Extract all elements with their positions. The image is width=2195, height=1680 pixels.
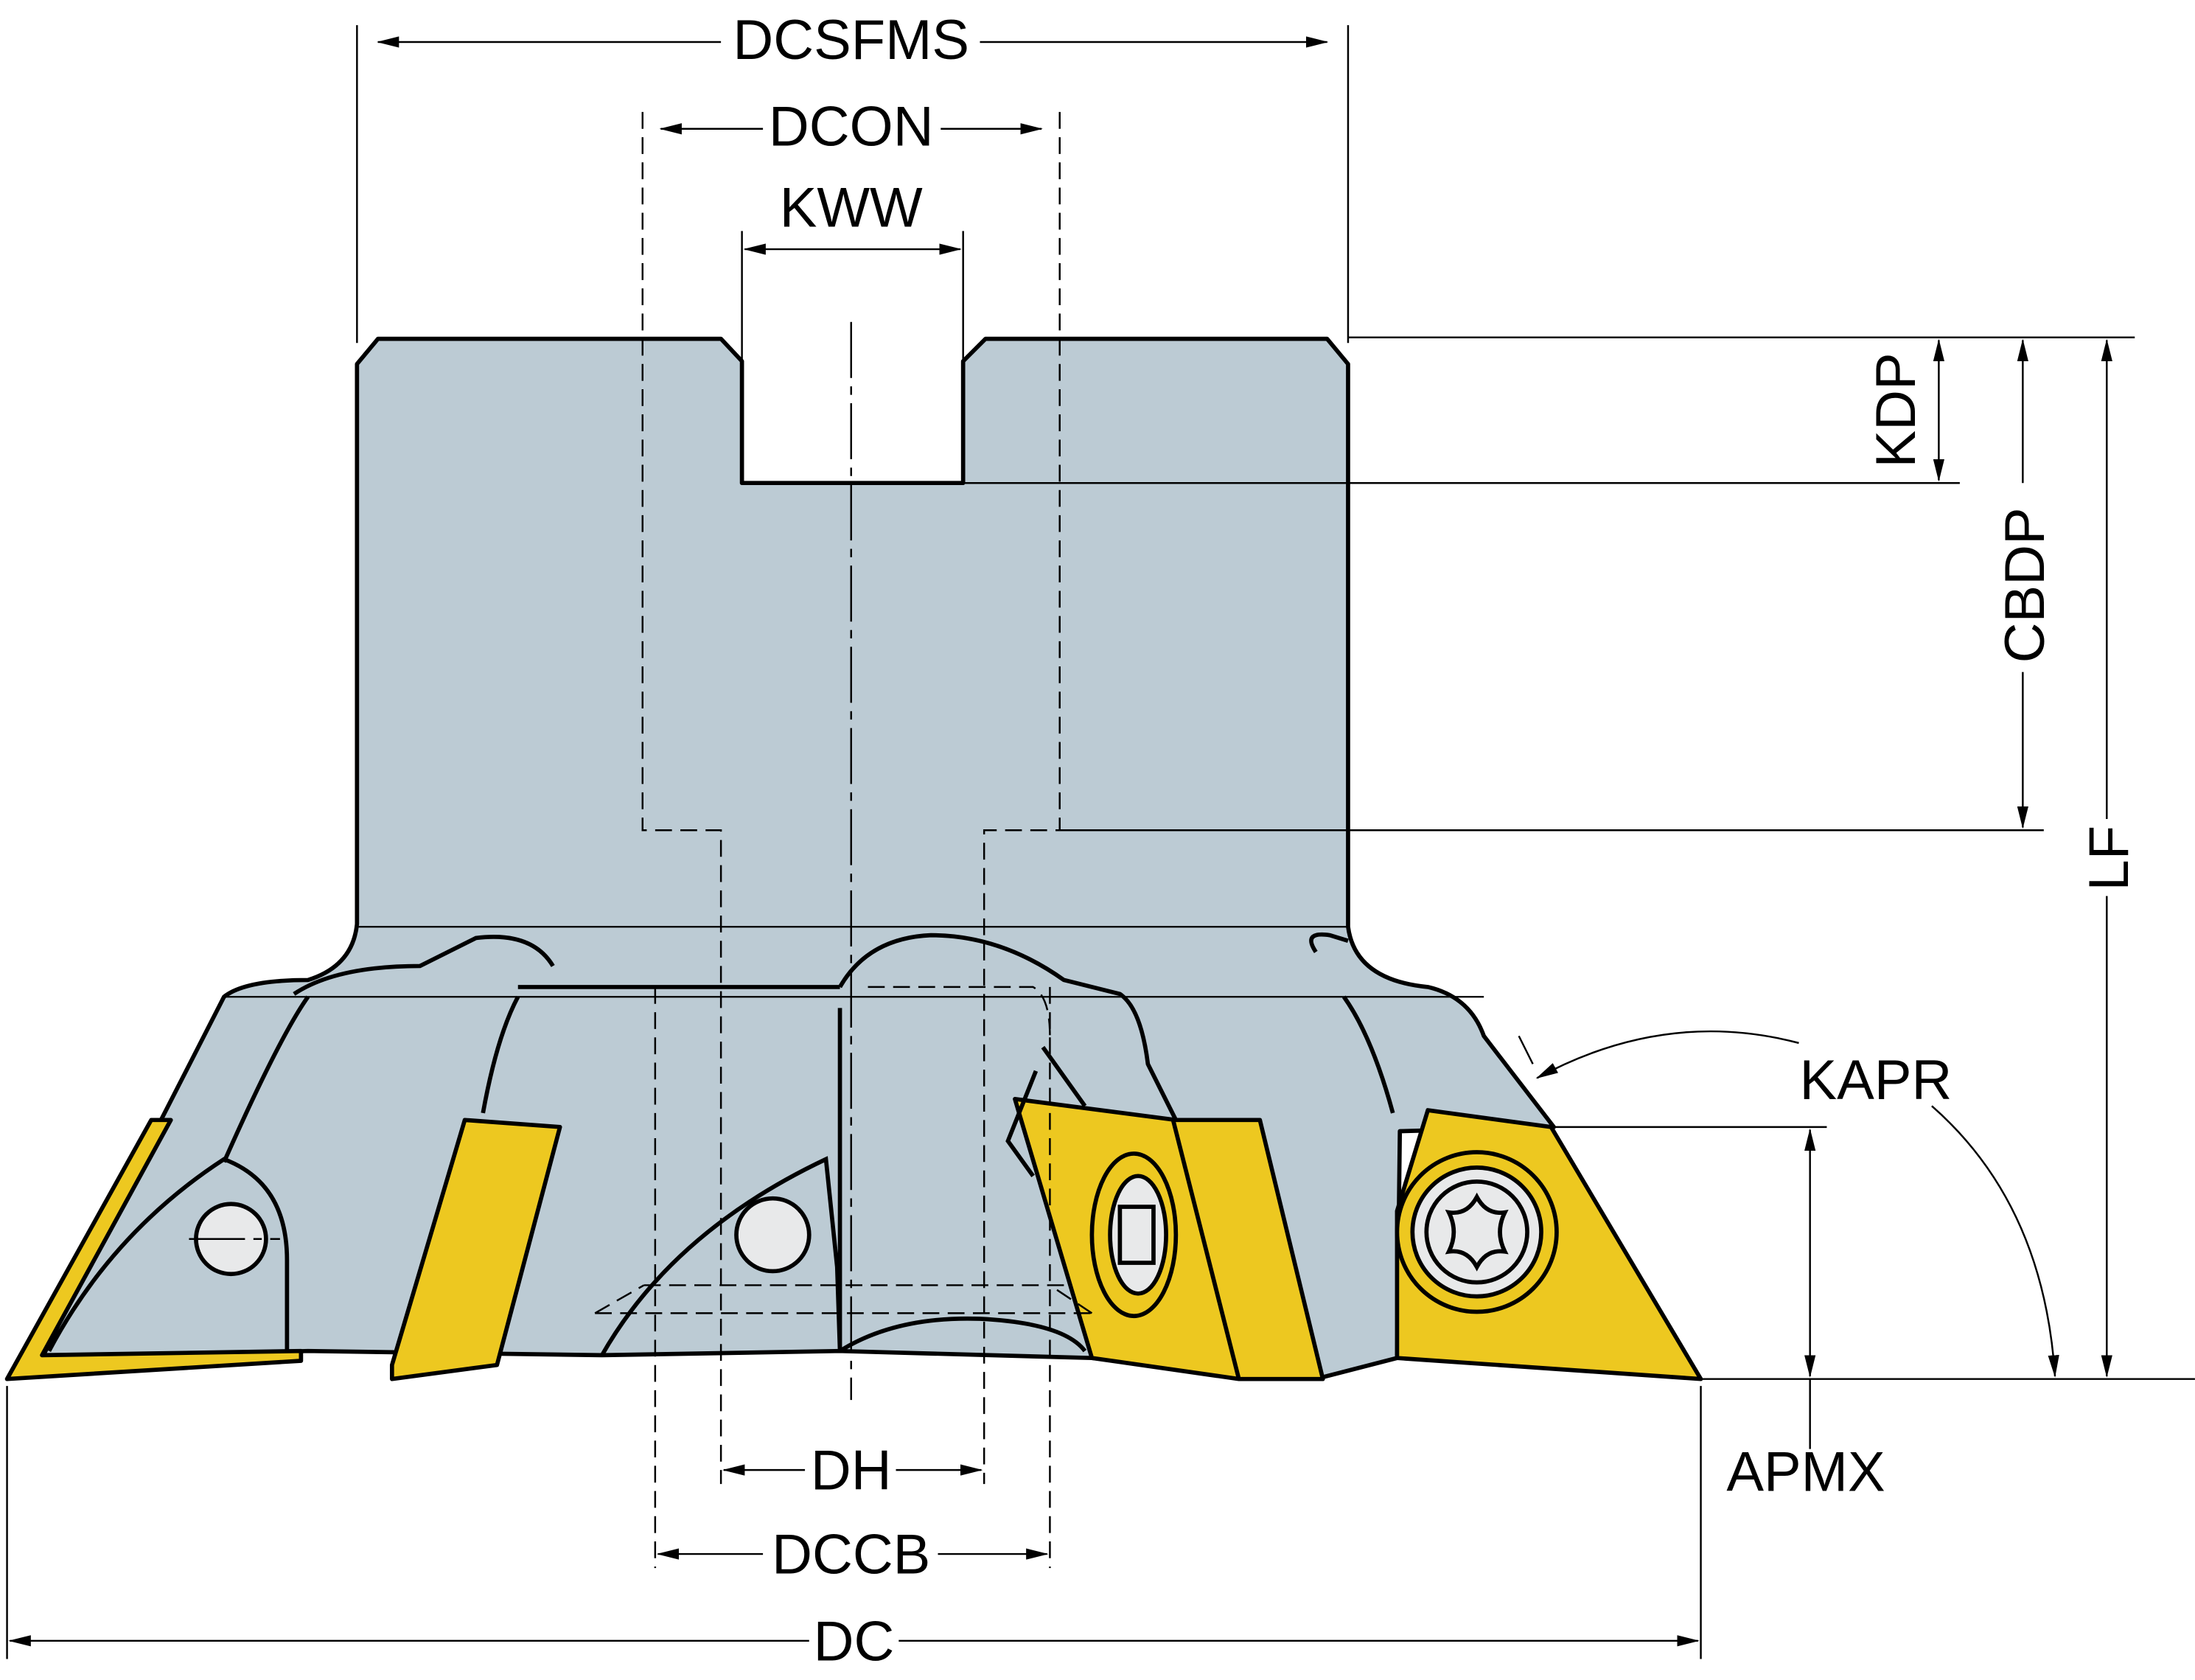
- label-kww: KWW: [780, 177, 923, 240]
- torx-screw-icon: [1445, 1192, 1509, 1272]
- label-kapr: KAPR: [1800, 1049, 1953, 1112]
- label-dcon: DCON: [769, 96, 934, 158]
- cutter-body: [40, 336, 1556, 1381]
- label-kdp: KDP: [1865, 352, 1927, 467]
- screw-icon: [1117, 1205, 1156, 1265]
- inserts: [4, 1045, 1703, 1381]
- label-dh: DH: [811, 1440, 892, 1502]
- label-lf: LF: [2078, 826, 2140, 891]
- label-dccb: DCCB: [772, 1524, 930, 1586]
- hidden-lines: [189, 111, 1093, 1569]
- coolant-hole-icon: [734, 1196, 812, 1274]
- dimension-lines: [6, 25, 2195, 1659]
- label-dcsfms: DCSFMS: [733, 9, 969, 72]
- label-apmx: APMX: [1726, 1441, 1885, 1504]
- label-dc: DC: [814, 1610, 895, 1673]
- label-cbdp: CBDP: [1994, 507, 2056, 663]
